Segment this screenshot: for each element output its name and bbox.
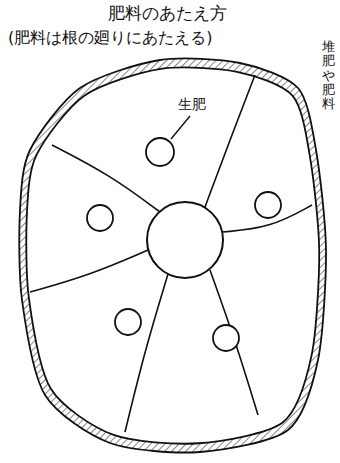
root-line bbox=[52, 145, 160, 212]
ring-outline bbox=[26, 67, 319, 443]
subtitle-note: (肥料は根の廻りにあたえる) bbox=[8, 28, 212, 47]
root-line bbox=[210, 270, 258, 415]
part-label: 生肥 bbox=[178, 96, 206, 113]
title: 肥料のあたえ方 bbox=[108, 3, 227, 23]
root-line bbox=[205, 75, 255, 207]
compost-ring bbox=[19, 58, 326, 452]
root-lines bbox=[30, 75, 312, 432]
leader-line bbox=[171, 116, 190, 139]
ring-label: 堆肥や肥料 bbox=[322, 40, 335, 111]
root-line bbox=[125, 274, 168, 432]
fertilizer-holes bbox=[87, 138, 281, 351]
ring-hatch bbox=[19, 58, 326, 452]
trunk-circle bbox=[147, 202, 223, 278]
ring-outline bbox=[19, 58, 326, 452]
root-line bbox=[30, 250, 148, 292]
